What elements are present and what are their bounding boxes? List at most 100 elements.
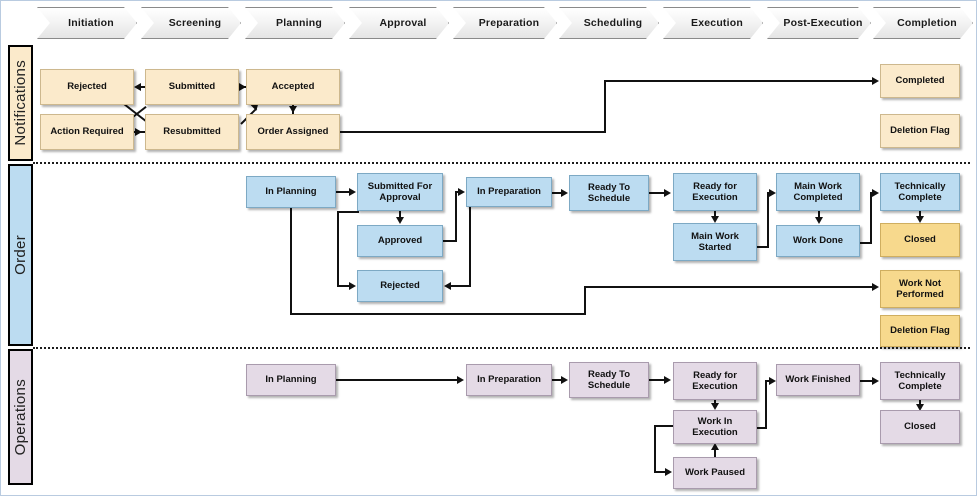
phase-screening[interactable]: Screening	[141, 7, 241, 39]
conn-orderassigned-run	[340, 131, 606, 133]
conn-bottom-riser	[584, 286, 586, 315]
o-ready-schedule[interactable]: Ready To Schedule	[569, 175, 649, 211]
conn-op-inexec-left	[654, 425, 675, 427]
arrowhead	[561, 376, 568, 384]
p-in-preparation[interactable]: In Preparation	[466, 364, 552, 396]
o-submitted-appr[interactable]: Submitted For Approval	[357, 173, 443, 211]
n-order-assigned[interactable]: Order Assigned	[246, 114, 340, 150]
p-closed[interactable]: Closed	[880, 410, 960, 444]
phase-preparation[interactable]: Preparation	[453, 7, 557, 39]
arrowhead	[711, 216, 719, 223]
arrowhead	[711, 403, 719, 410]
conn-op-inexec-out	[757, 427, 767, 429]
n-submitted[interactable]: Submitted	[145, 69, 239, 105]
p-tech-complete[interactable]: Technically Complete	[880, 362, 960, 400]
arrowhead	[872, 189, 879, 197]
phase-planning[interactable]: Planning	[245, 7, 345, 39]
phase-post-execution[interactable]: Post-Execution	[767, 7, 871, 39]
conn-maincompl-workdone	[818, 211, 820, 219]
arrowhead	[239, 83, 246, 91]
o-work-not-perf[interactable]: Work Not Performed	[880, 270, 960, 308]
o-in-planning[interactable]: In Planning	[246, 176, 336, 208]
arrowhead	[872, 377, 879, 385]
conn-inplanning-drop	[290, 208, 292, 315]
arrowhead	[561, 189, 568, 197]
arrowhead	[769, 377, 776, 385]
lane-label-text: Order	[12, 235, 29, 275]
arrowhead	[664, 376, 671, 384]
lane-label-notifications: Notifications	[8, 45, 33, 161]
conn-op-tech-closed	[919, 400, 921, 406]
o-ready-execution[interactable]: Ready for Execution	[673, 173, 757, 211]
conn-submitted-rejected-in	[337, 285, 350, 287]
n-action-required[interactable]: Action Required	[40, 114, 134, 150]
conn-op-ready-inexec	[714, 400, 716, 405]
conn-mainstarted-out	[757, 246, 769, 248]
phase-completion[interactable]: Completion	[873, 7, 973, 39]
conn-op-prep-schedule	[552, 379, 563, 381]
n-resubmitted[interactable]: Resubmitted	[145, 114, 239, 150]
conn-op-planning-prep	[336, 379, 458, 381]
conn-backto-rejected-drop	[469, 191, 471, 286]
o-main-work-compl[interactable]: Main Work Completed	[776, 173, 860, 211]
arrowhead	[769, 189, 776, 197]
p-ready-execution[interactable]: Ready for Execution	[673, 362, 757, 400]
phase-execution[interactable]: Execution	[663, 7, 763, 39]
arrowhead	[664, 189, 671, 197]
o-tech-complete[interactable]: Technically Complete	[880, 173, 960, 211]
arrowhead	[872, 283, 879, 291]
o-rejected[interactable]: Rejected	[357, 270, 443, 302]
n-completed[interactable]: Completed	[880, 64, 960, 98]
arrowhead	[444, 282, 451, 290]
conn-approved-riser	[455, 191, 457, 242]
arrowhead	[665, 468, 672, 476]
arrowhead	[135, 128, 142, 136]
arrowhead	[916, 216, 924, 223]
conn-submitted-approved	[399, 211, 401, 218]
o-closed[interactable]: Closed	[880, 223, 960, 257]
lane-separator	[33, 347, 970, 349]
conn-mainstarted-riser	[767, 192, 769, 248]
conn-submitted-rejected-drop	[337, 211, 339, 286]
conn-op-loop-drop	[654, 425, 656, 473]
arrowhead	[458, 188, 465, 196]
p-work-paused[interactable]: Work Paused	[673, 457, 757, 489]
conn-schedule-exec	[649, 192, 665, 194]
conn-orderassigned-riser	[604, 80, 606, 133]
conn-op-inexec-finished	[765, 380, 771, 382]
conn-ready-mainstarted	[714, 211, 716, 218]
p-work-finished[interactable]: Work Finished	[776, 364, 860, 396]
conn-backto-rejected	[451, 285, 471, 287]
conn-op-finished-tech	[860, 380, 872, 382]
conn-approved-in-prep	[455, 191, 460, 193]
phase-approval[interactable]: Approval	[349, 7, 449, 39]
arrowhead	[396, 217, 404, 224]
arrowhead	[872, 77, 879, 85]
conn-op-loop-in-paused	[654, 471, 667, 473]
phase-scheduling[interactable]: Scheduling	[559, 7, 659, 39]
conn-approved-out	[443, 240, 457, 242]
p-in-planning[interactable]: In Planning	[246, 364, 336, 396]
o-approved[interactable]: Approved	[357, 225, 443, 257]
o-deletion-flag[interactable]: Deletion Flag	[880, 315, 960, 347]
conn-workdone-riser	[870, 192, 872, 244]
conn-to-completed	[604, 80, 873, 82]
arrowhead	[289, 106, 297, 113]
p-work-in-exec[interactable]: Work In Execution	[673, 410, 757, 444]
arrowhead	[815, 217, 823, 224]
conn-tech-closed	[919, 211, 921, 218]
n-accepted[interactable]: Accepted	[246, 69, 340, 105]
o-in-preparation[interactable]: In Preparation	[466, 177, 552, 207]
n-deletion-flag[interactable]: Deletion Flag	[880, 114, 960, 148]
arrowhead	[134, 83, 141, 91]
arrowhead	[349, 282, 356, 290]
lane-label-text: Notifications	[12, 60, 29, 146]
conn-op-inexec-riser	[765, 380, 767, 429]
o-main-work-started[interactable]: Main Work Started	[673, 223, 757, 261]
arrowhead	[916, 404, 924, 411]
phase-initiation[interactable]: Initiation	[37, 7, 137, 39]
p-ready-schedule[interactable]: Ready To Schedule	[569, 362, 649, 398]
o-work-done[interactable]: Work Done	[776, 225, 860, 257]
conn-bottom-run	[290, 313, 586, 315]
n-rejected[interactable]: Rejected	[40, 69, 134, 105]
